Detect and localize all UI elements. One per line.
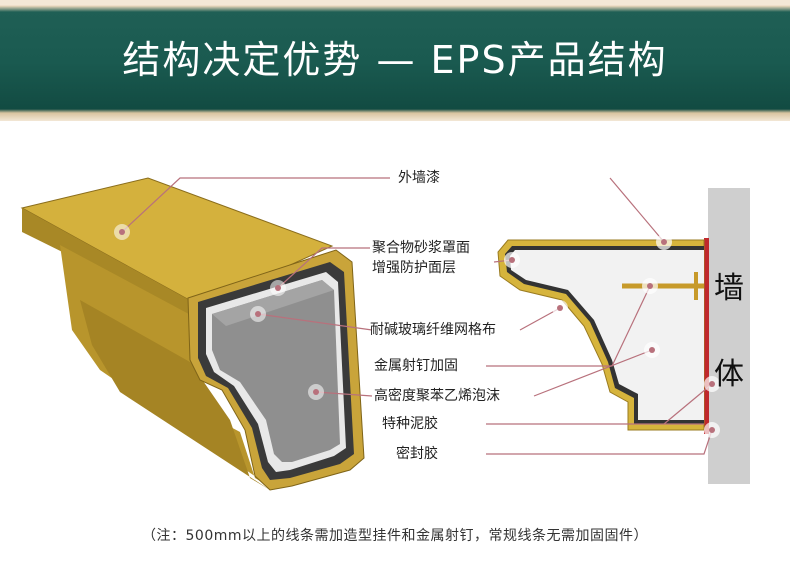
molding-3d-illustration bbox=[20, 177, 365, 491]
cut-face-eps-core bbox=[212, 280, 340, 462]
label-sealant: 密封胶 bbox=[396, 446, 438, 462]
marker-dots bbox=[114, 224, 720, 438]
cross-section bbox=[497, 188, 750, 484]
page-title: 结构决定优势 — EPS产品结构 bbox=[122, 38, 668, 82]
label-exterior-paint: 外墙漆 bbox=[398, 170, 440, 186]
wall-label-bottom: 体 bbox=[714, 357, 744, 392]
leader-lines bbox=[121, 177, 713, 455]
label-fiberglass-mesh: 耐碱玻璃纤维网格布 bbox=[370, 322, 496, 338]
section-eps-core bbox=[510, 250, 704, 420]
label-metal-nail: 金属射钉加固 bbox=[374, 358, 458, 374]
wall-block bbox=[708, 188, 750, 484]
wall-label-top: 墙 bbox=[714, 271, 744, 306]
label-eps-foam: 高密度聚苯乙烯泡沫 bbox=[374, 388, 500, 404]
label-polymer-mortar-line1: 聚合物砂浆罩面 bbox=[372, 240, 470, 256]
wall-red-line bbox=[704, 238, 709, 434]
footnote: （注：500mm以上的线条需加造型挂件和金属射钉，常规线条无需加固固件） bbox=[142, 528, 648, 544]
title-banner: 结构决定优势 — EPS产品结构 bbox=[0, 0, 790, 121]
label-special-mud: 特种泥胶 bbox=[382, 416, 438, 432]
label-polymer-mortar-line2: 增强防护面层 bbox=[372, 260, 456, 276]
